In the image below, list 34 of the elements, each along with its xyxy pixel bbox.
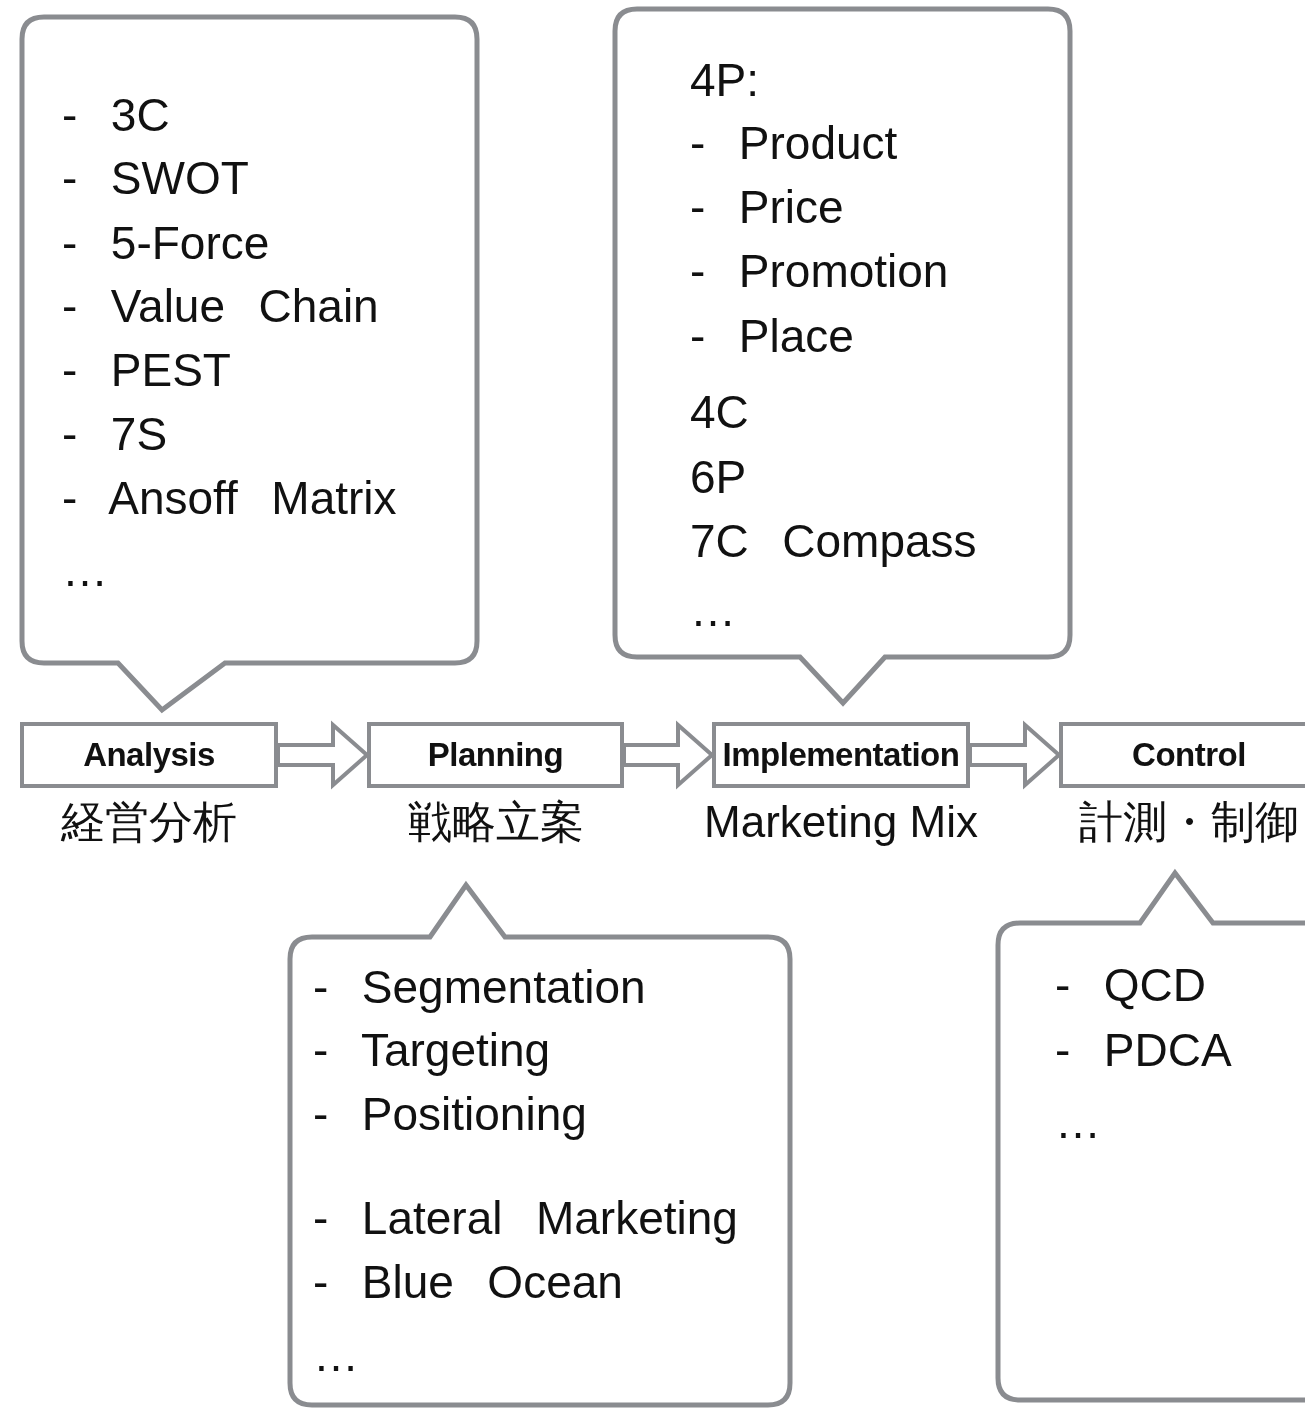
list-item: - Lateral Marketing (313, 1191, 738, 1246)
list-item: 4P: (690, 53, 760, 108)
list-item: - Targeting (313, 1023, 551, 1078)
list-item: - Blue Ocean (313, 1255, 623, 1310)
list-item: - Price (690, 180, 844, 235)
list-item: - Promotion (690, 244, 949, 299)
list-item: … (690, 583, 736, 638)
step-caption: 経営分析 (61, 796, 237, 848)
step-caption: 戦略立案 (407, 796, 584, 848)
process-box: Control (1059, 722, 1305, 788)
list-item: - Product (690, 116, 898, 171)
list-item: … (62, 543, 108, 598)
list-item: - PEST (62, 343, 231, 398)
list-item: - QCD (1055, 958, 1207, 1013)
list-item: - SWOT (62, 151, 249, 206)
step-caption: 計測・制御 (1079, 796, 1299, 848)
list-item: 7C Compass (690, 514, 977, 569)
list-item: - Ansoff Matrix (62, 471, 397, 526)
list-item: - Segmentation (313, 960, 646, 1015)
list-item: - Value Chain (62, 279, 379, 334)
list-item: 6P (690, 450, 747, 505)
process-box: Implementation (712, 722, 970, 788)
process-box: Analysis (20, 722, 278, 788)
list-item: - 3C (62, 88, 170, 143)
list-item: - Place (690, 309, 854, 364)
list-item: - 5-Force (62, 216, 270, 271)
step-caption: Marketing Mix (704, 796, 978, 848)
list-item: - 7S (62, 407, 168, 462)
list-item: … (1055, 1095, 1101, 1150)
process-box: Planning (367, 722, 624, 788)
list-item: 4C (690, 385, 749, 440)
list-item: … (313, 1328, 359, 1383)
list-item: - PDCA (1055, 1023, 1232, 1078)
list-item: - Positioning (313, 1087, 587, 1142)
